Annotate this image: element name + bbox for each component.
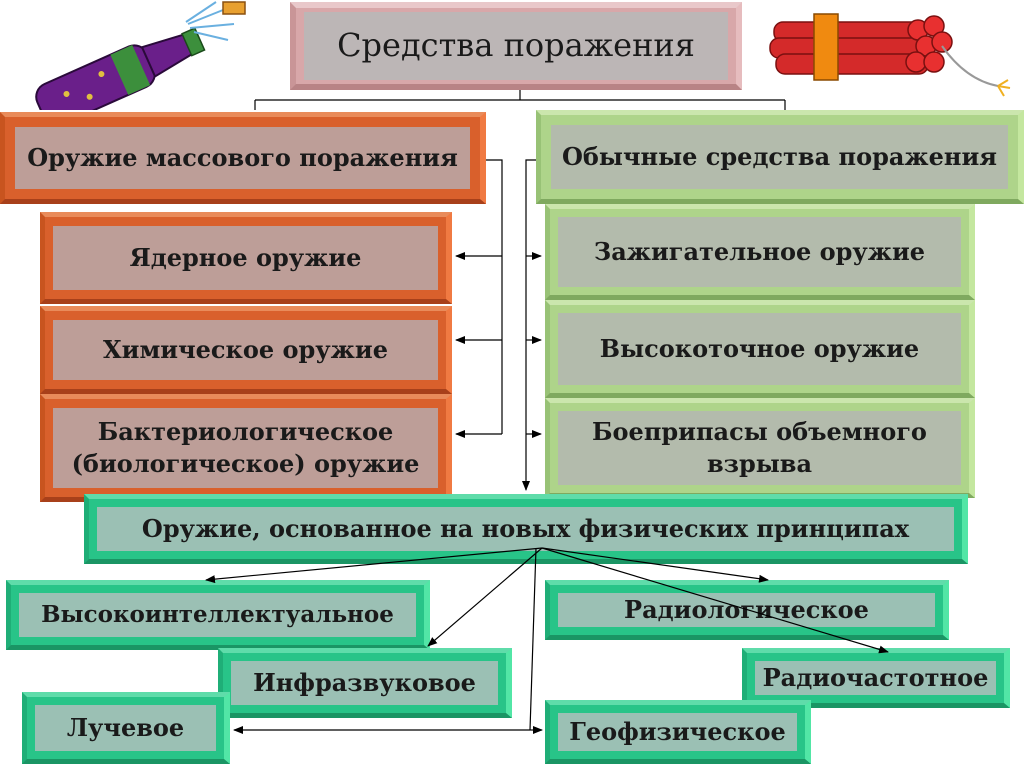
arrow-infrasound [427,547,543,647]
infrasound-box: Инфразвуковое [218,648,512,718]
new-principles-label: Оружие, основанное на новых физических п… [141,513,910,543]
incendiary-weapon-box: Зажигательное оружие [545,204,975,300]
title-box: Средства поражения [290,2,742,90]
conventional-means-box: Обычные средства поражения [536,110,1024,204]
arrow-radiological [541,547,769,583]
top-bar-connector [254,99,786,110]
arrow-radiofrequency [541,547,889,654]
volumetric-explosion-line2: взрыва [706,449,813,478]
title-text: Средства поражения [337,26,695,65]
beam-geophysical-line [529,547,537,731]
biological-weapon-line2: (биологическое) оружие [71,449,420,478]
nuclear-weapon-box: Ядерное оружие [40,212,452,304]
volumetric-explosion-label: Боеприпасы объемного взрыва [592,416,927,481]
chemical-weapon-label: Химическое оружие [103,334,388,364]
volumetric-explosion-box: Боеприпасы объемного взрыва [545,398,975,498]
radiofrequency-label: Радиочастотное [762,662,989,692]
mass-destruction-box: Оружие массового поражения [0,112,486,204]
volumetric-explosion-line1: Боеприпасы объемного [592,416,927,446]
conventional-trunk-line [522,159,536,491]
conventional-means-label: Обычные средства поражения [561,141,998,171]
mass-trunk-line [486,159,503,434]
high-intellectual-label: Высокоинтеллектуальное [41,601,394,629]
geophysical-label: Геофизическое [569,716,786,746]
incendiary-weapon-label: Зажигательное оружие [593,236,926,266]
high-intellectual-box: Высокоинтеллектуальное [6,580,430,650]
biological-weapon-line1: Бактериологическое [97,416,394,446]
biological-weapon-box: Бактериологическое (биологическое) оружи… [40,394,452,502]
mass-destruction-label: Оружие массового поражения [27,142,458,172]
champagne-bottle-icon [35,1,246,110]
beam-weapon-box: Лучевое [22,692,230,764]
chemical-weapon-box: Химическое оружие [40,306,452,394]
beam-weapon-label: Лучевое [66,712,185,742]
arrow-intellectual [205,547,543,584]
precision-weapon-box: Высокоточное оружие [545,300,975,398]
radiofrequency-box: Радиочастотное [742,648,1010,708]
infrasound-label: Инфразвуковое [253,667,476,697]
nuclear-weapon-label: Ядерное оружие [129,242,362,272]
biological-weapon-label: Бактериологическое (биологическое) оружи… [72,416,420,481]
geophysical-box: Геофизическое [545,700,811,764]
precision-weapon-label: Высокоточное оружие [599,333,920,363]
dynamite-bundle-icon [769,13,1011,97]
